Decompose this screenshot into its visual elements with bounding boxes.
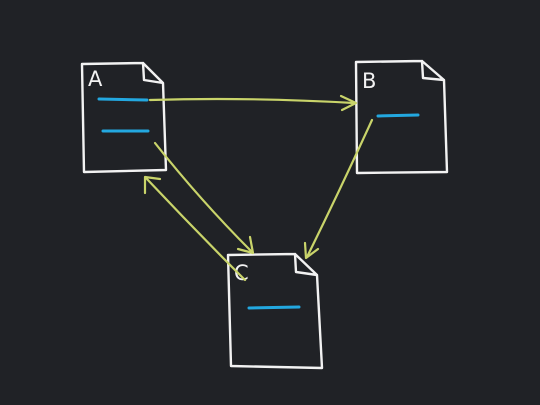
document-a-label: A: [88, 67, 103, 91]
document-c-content-line: [247, 305, 301, 310]
document-a-outline: [80, 61, 168, 174]
document-b: B: [354, 59, 449, 175]
arrowhead: [143, 175, 162, 195]
arrow-a-to-c: [153, 141, 255, 255]
arrow-a-to-b: [148, 94, 358, 112]
connection-arrows: [143, 94, 374, 282]
document-b-label: B: [362, 69, 376, 93]
arrowhead: [236, 235, 255, 255]
document-c: C: [226, 252, 324, 370]
document-b-content-line: [376, 113, 420, 118]
document-a: A: [80, 61, 168, 174]
document-c-label: C: [234, 261, 249, 285]
arrow-b-to-c: [303, 118, 374, 260]
arrow-c-to-a: [143, 175, 247, 282]
arrowhead: [339, 94, 358, 112]
arrowhead: [303, 241, 320, 260]
document-c-outline: [226, 252, 324, 370]
document-a-content-line: [97, 97, 149, 102]
